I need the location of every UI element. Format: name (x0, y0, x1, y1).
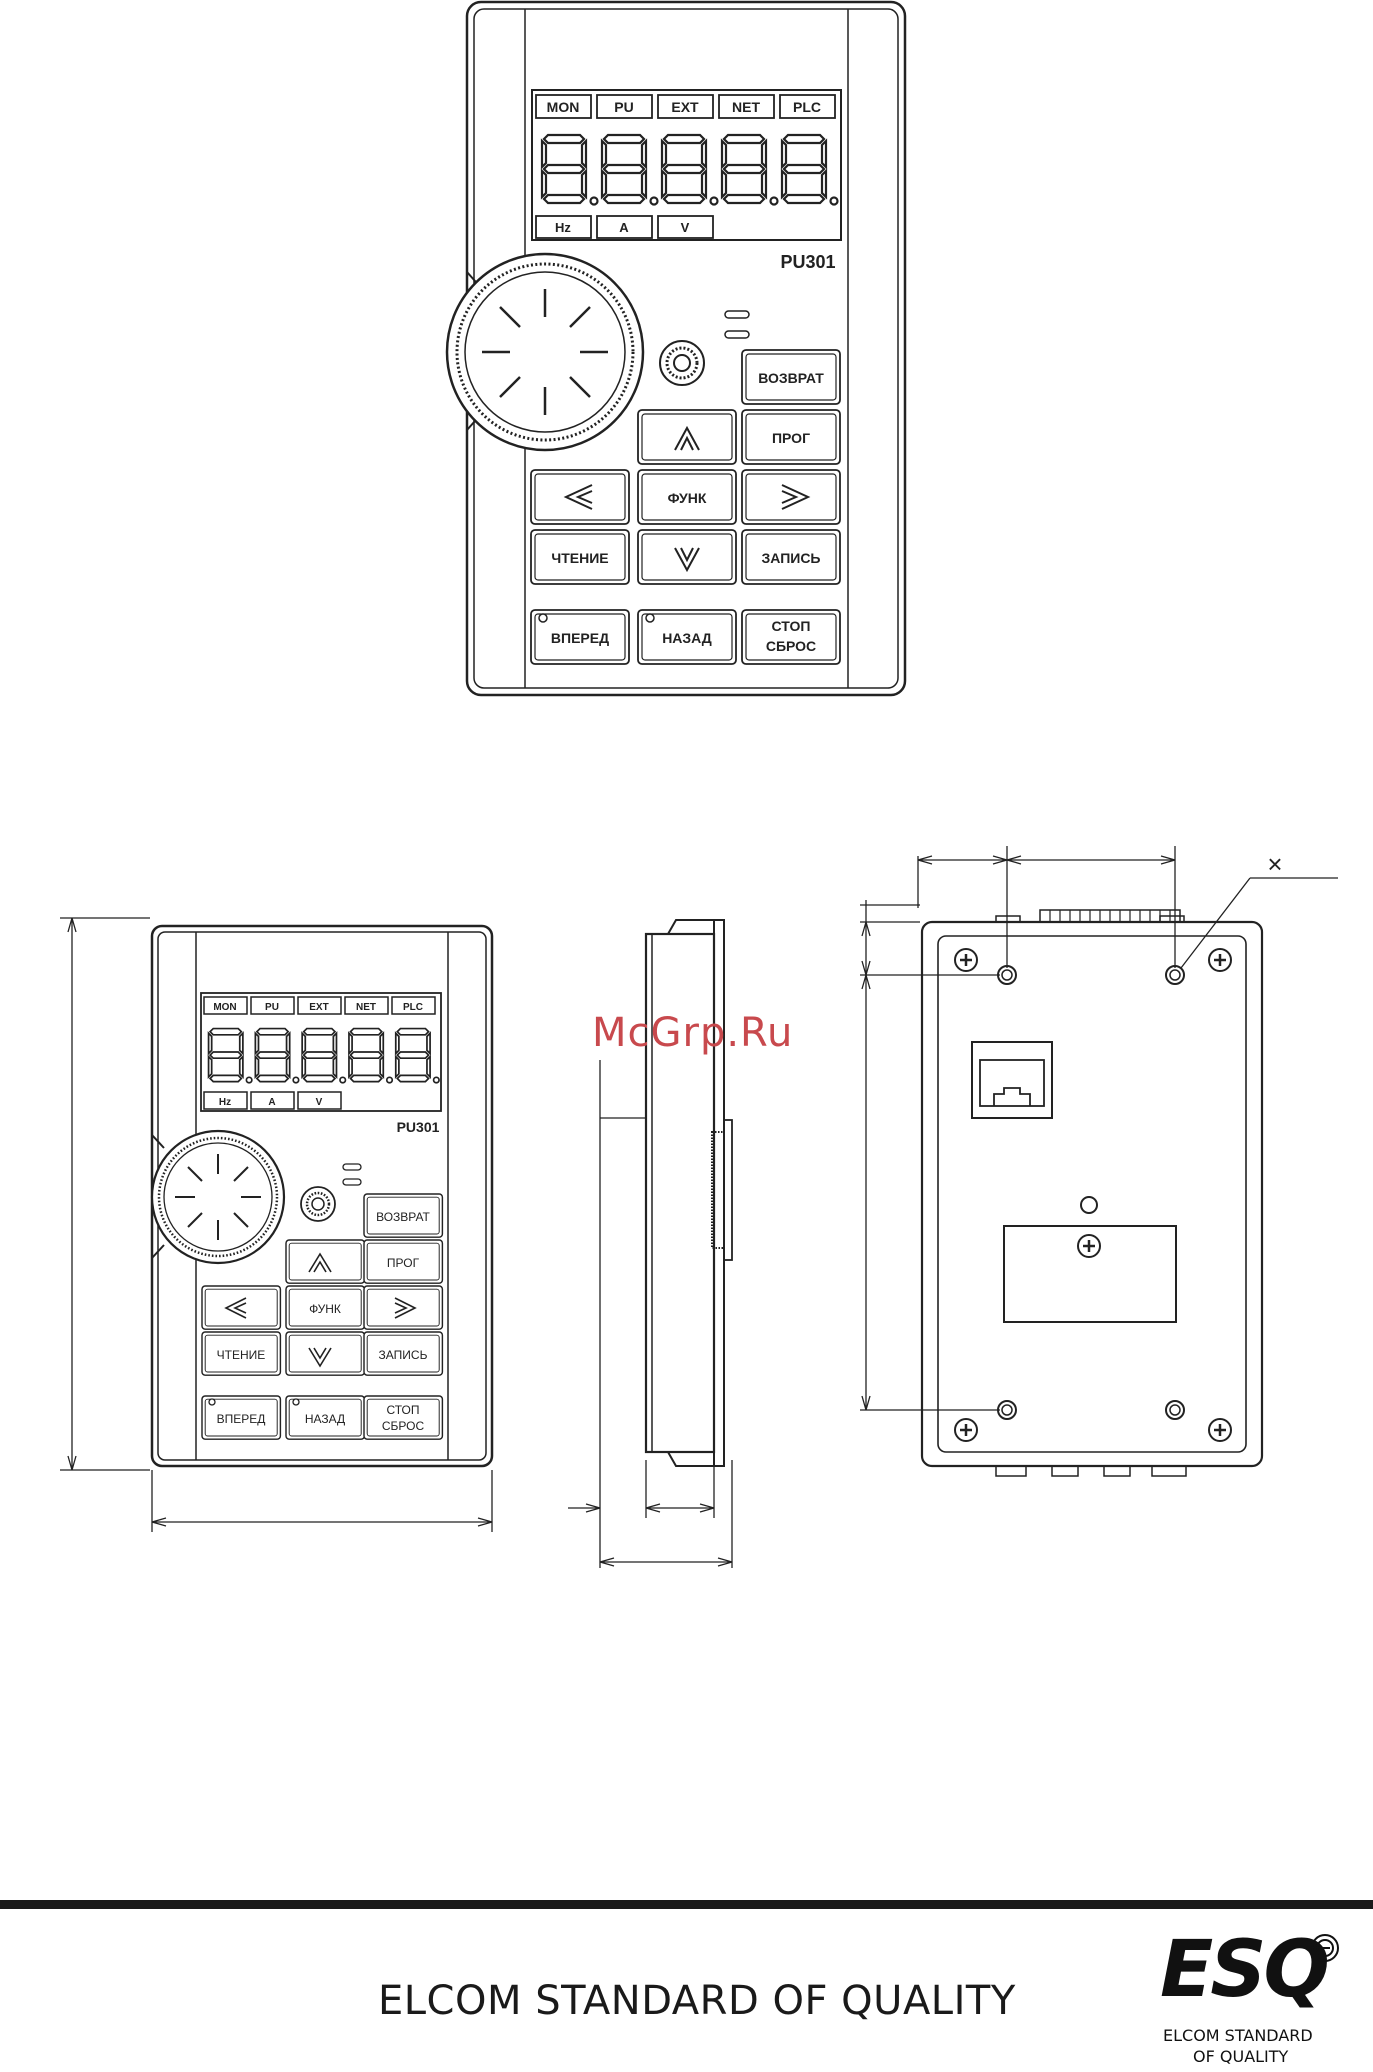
brand-logo: ESQ ELCOM STANDARD OF QUALITY (1160, 1925, 1360, 2070)
brand-caption-line2: OF QUALITY (1193, 2047, 1288, 2066)
key-stop-label-line2: СБРОС (766, 638, 816, 654)
key-read-label: ЧТЕНИЕ (551, 550, 608, 566)
key-reverse-label: НАЗАД (662, 630, 712, 646)
mode-indicator-pu: PU (614, 99, 633, 115)
unit-indicator-hz: Hz (555, 220, 571, 235)
small-key-func-label: ФУНК (309, 1302, 341, 1316)
unit-indicator-a: A (619, 220, 629, 235)
small-key-forward-label: ВПЕРЕД (217, 1412, 266, 1426)
back-view (860, 846, 1338, 1476)
small-mode-indicator-mon: MON (213, 1002, 236, 1013)
key-forward-label: ВПЕРЕД (551, 630, 609, 646)
small-mode-indicator-net: NET (356, 1002, 376, 1013)
key-return-label: ВОЗВРАТ (758, 370, 824, 386)
key-stop-label-line1: СТОП (772, 618, 811, 634)
small-key-stop-label-line1: СТОП (386, 1403, 419, 1417)
key-func-label: ФУНК (668, 490, 707, 506)
mode-indicator-mon: MON (547, 99, 580, 115)
footer-title: ELCOM STANDARD OF QUALITY (378, 1978, 1016, 2024)
small-key-stop-label-line2: СБРОС (382, 1419, 425, 1433)
small-unit-indicator-a: A (268, 1097, 275, 1108)
small-unit-indicator-hz: Hz (219, 1097, 231, 1108)
small-model-label: PU301 (397, 1119, 440, 1135)
small-mode-indicator-pu: PU (265, 1002, 279, 1013)
small-mode-indicator-ext: EXT (309, 1002, 328, 1013)
small-key-reverse-label: НАЗАД (305, 1412, 345, 1426)
small-mode-indicator-plc: PLC (403, 1002, 423, 1013)
hole-marker: × (1267, 849, 1282, 879)
mode-indicator-net: NET (732, 99, 760, 115)
small-key-prog-label: ПРОГ (387, 1256, 420, 1270)
registered-mark-icon (1310, 1933, 1340, 1963)
small-key-read-label: ЧТЕНИЕ (217, 1348, 266, 1362)
small-unit-indicator-v: V (316, 1097, 323, 1108)
footer-divider (0, 1900, 1373, 1909)
mode-indicator-ext: EXT (671, 99, 699, 115)
unit-indicator-v: V (681, 220, 690, 235)
key-prog-label: ПРОГ (772, 430, 810, 446)
mode-indicator-plc: PLC (793, 99, 821, 115)
brand-logo-text: ESQ (1160, 1925, 1327, 2015)
watermark: McGrp.Ru (592, 1010, 793, 1056)
small-key-write-label: ЗАПИСЬ (379, 1348, 428, 1362)
brand-caption-line1: ELCOM STANDARD (1163, 2026, 1313, 2045)
model-label: PU301 (780, 252, 835, 272)
key-write-label: ЗАПИСЬ (762, 550, 821, 566)
small-key-return-label: ВОЗВРАТ (376, 1210, 430, 1224)
